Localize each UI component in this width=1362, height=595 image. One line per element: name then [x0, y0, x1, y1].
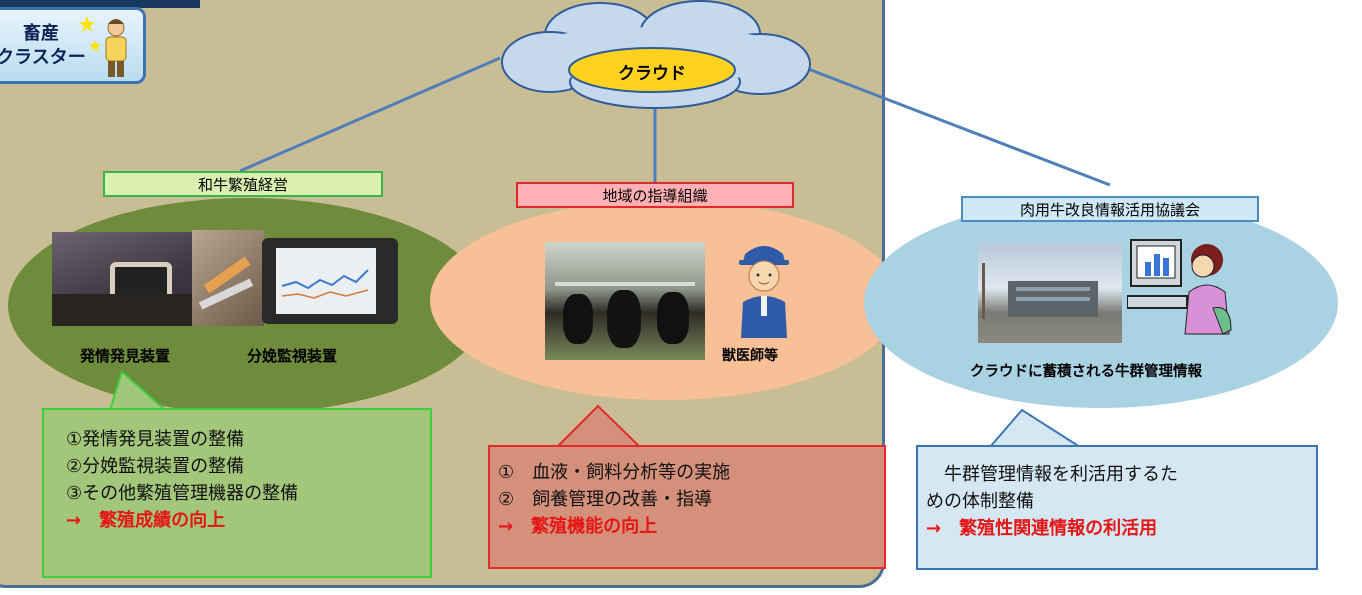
vet-icon: [739, 246, 789, 338]
guidance-measure-1: ① 血液・飼料分析等の実施: [498, 462, 731, 483]
calving-monitor-photo: [262, 238, 398, 324]
guidance-result: → 繁殖機能の向上: [498, 516, 658, 537]
cloud-label: クラウド: [618, 64, 686, 84]
farm-measure-2: ②分娩監視装置の整備: [66, 456, 245, 477]
cloud-shape: [501, 0, 811, 109]
guidance-measure-2: ② 飼養管理の改善・指導: [498, 489, 713, 510]
badge-line-1: 畜産: [23, 23, 59, 44]
council-measures-box: 牛群管理情報を利活用するた めの体制整備 → 繁殖性関連情報の利活用: [916, 445, 1318, 570]
building-photo: [978, 243, 1122, 343]
badge-label: 畜産 クラスター: [0, 22, 91, 70]
farmer-icon: [79, 16, 127, 77]
cattle-photo: [545, 242, 705, 360]
star-icon: [89, 40, 101, 51]
monitor-graph: [281, 269, 369, 299]
farm-result: → 繁殖成績の向上: [66, 510, 226, 531]
calving-monitor-caption: 分娩監視装置: [247, 347, 338, 365]
farm-tag: 和牛繁殖経営: [103, 171, 383, 197]
estrus-detector-caption: 発情発見装置: [80, 347, 171, 365]
farm-measures-box: ①発情発見装置の整備 ②分娩監視装置の整備 ③その他繁殖管理機器の整備 → 繁殖…: [42, 408, 432, 578]
title-bar-strip: [0, 0, 200, 8]
farm-measure-3: ③その他繁殖管理機器の整備: [66, 483, 299, 504]
cloud-center: [568, 47, 736, 93]
council-result: → 繁殖性関連情報の利活用: [926, 518, 1158, 539]
council-measure-2: めの体制整備: [926, 491, 1034, 512]
herd-info-caption: クラウドに蓄積される牛群管理情報: [970, 364, 1202, 380]
vet-caption: 獣医師等: [722, 348, 778, 364]
badge-line-2: クラスター: [0, 47, 86, 68]
council-measure-1: 牛群管理情報を利活用するた: [926, 464, 1178, 485]
star-icon: [79, 16, 95, 32]
estrus-detector-photo: [52, 232, 194, 326]
farm-measure-1: ①発情発見装置の整備: [66, 429, 245, 450]
council-tag: 肉用牛改良情報活用協議会: [961, 196, 1259, 222]
livestock-cluster-badge: 畜産 クラスター: [0, 7, 146, 84]
guidance-tag: 地域の指導組織: [516, 182, 794, 208]
guidance-measures-box: ① 血液・飼料分析等の実施 ② 飼養管理の改善・指導 → 繁殖機能の向上: [488, 445, 886, 569]
device-hands-photo: [192, 230, 264, 326]
computer-user-icon: [1127, 239, 1232, 335]
